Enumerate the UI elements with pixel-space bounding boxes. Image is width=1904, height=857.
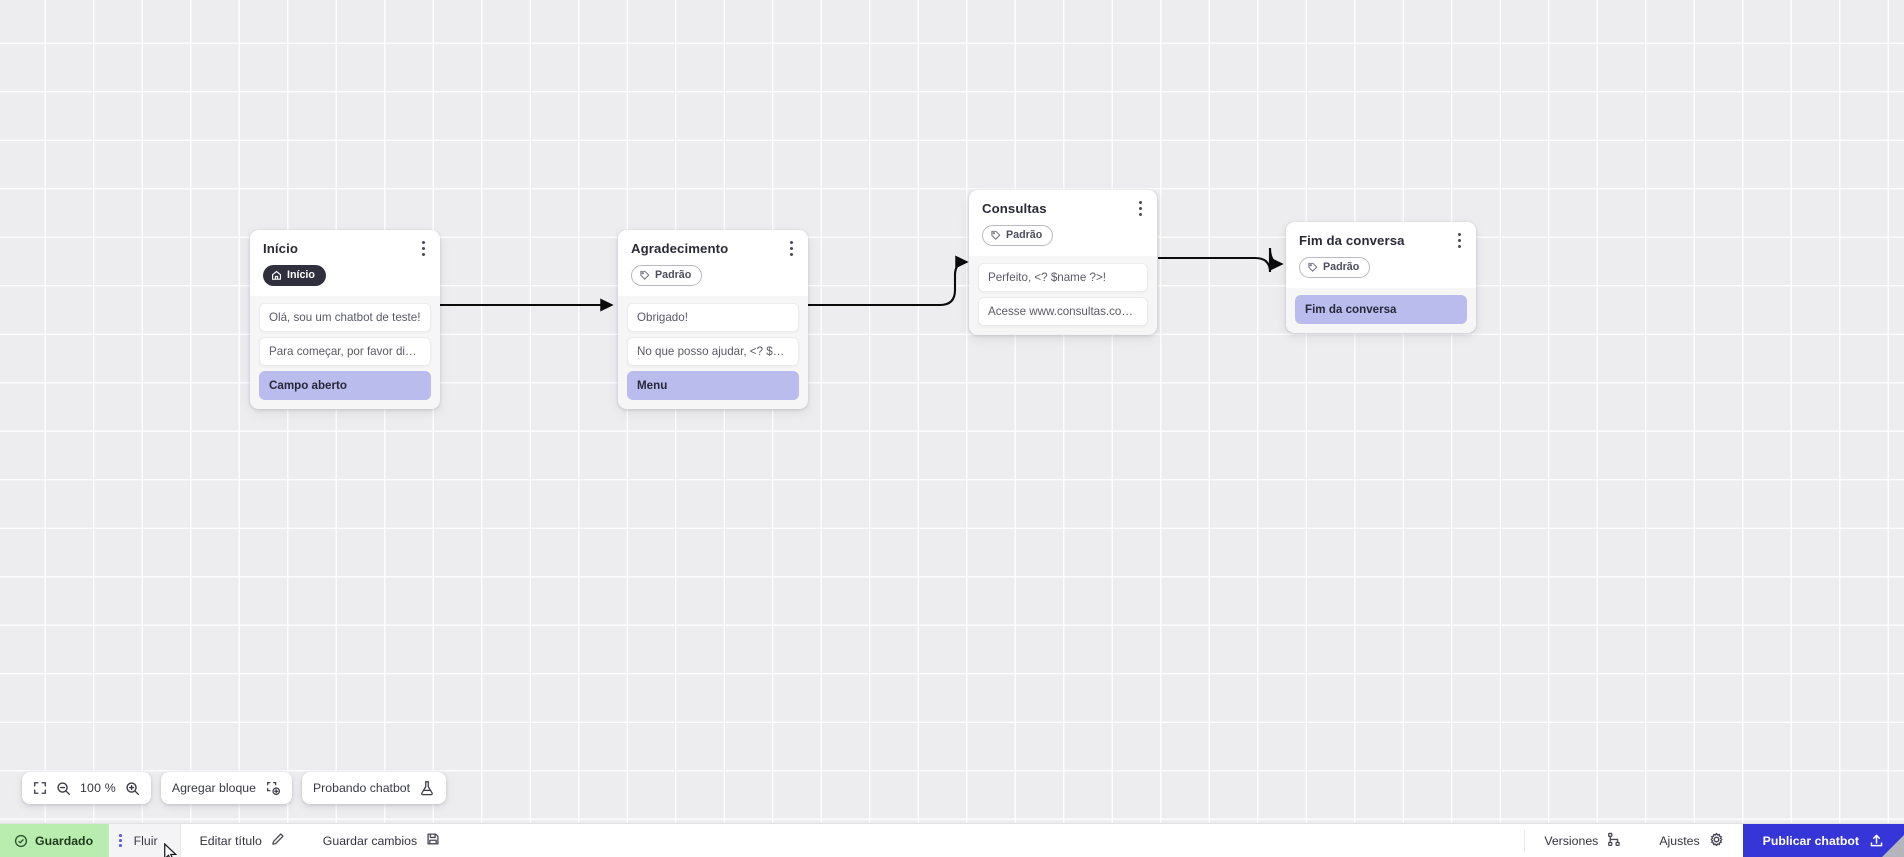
canvas-toolbar: 100 % Agregar bloque Probando chatbot [22, 772, 447, 804]
saved-status-badge: Guardado [0, 824, 110, 857]
zoom-controls[interactable]: 100 % [22, 772, 151, 804]
home-icon [272, 270, 281, 280]
publish-label: Publicar chatbot [1762, 833, 1859, 848]
gear-icon [1709, 832, 1724, 850]
saved-label: Guardado [35, 833, 94, 848]
node-message[interactable]: Olá, sou um chatbot de teste! [259, 303, 431, 332]
flow-node-inicio[interactable]: Início Início Olá, sou um chatbot de tes… [250, 230, 440, 409]
node-header: Consultas [969, 190, 1157, 217]
pencil-icon [271, 832, 285, 849]
tag-icon [1308, 262, 1318, 272]
add-block-button[interactable]: Agregar bloque [160, 772, 292, 804]
start-badge[interactable]: Início [263, 265, 326, 286]
node-menu-button[interactable] [782, 238, 800, 258]
node-title: Agradecimento [631, 241, 729, 256]
node-message[interactable]: Para começar, por favor digite o ... [259, 337, 431, 366]
versions-button[interactable]: Versiones [1525, 824, 1640, 857]
node-message[interactable]: Obrigado! [627, 303, 799, 332]
flask-icon [419, 780, 435, 797]
floppy-disk-icon [426, 832, 440, 849]
default-badge-label: Padrão [655, 269, 692, 282]
connector-layer [440, 247, 1284, 312]
node-messages: Obrigado! No que posso ajudar, <? $name … [618, 296, 808, 409]
statusbar-spacer [459, 824, 1524, 857]
tag-icon [991, 230, 1001, 240]
node-messages: Olá, sou um chatbot de teste! Para começ… [250, 296, 440, 409]
edit-title-label: Editar título [199, 833, 262, 848]
node-badge-row: Padrão [618, 257, 808, 296]
upload-icon [1870, 834, 1883, 847]
test-chatbot-button[interactable]: Probando chatbot [301, 772, 447, 804]
tab-fluir[interactable]: Fluir [109, 824, 181, 857]
node-message[interactable]: No que posso ajudar, <? $name ... [627, 337, 799, 366]
branch-icon [1607, 832, 1621, 850]
node-title: Consultas [982, 201, 1047, 216]
flow-node-fim-da-conversa[interactable]: Fim da conversa Padrão Fim da conversa [1286, 222, 1476, 333]
node-header: Fim da conversa [1286, 222, 1476, 249]
zoom-in-icon[interactable] [125, 781, 140, 796]
check-circle-icon [14, 834, 28, 847]
node-menu-button[interactable] [414, 238, 432, 258]
settings-button[interactable]: Ajustes [1640, 824, 1742, 857]
save-changes-button[interactable]: Guardar cambios [304, 824, 459, 857]
bottom-status-bar: Guardado Fluir Editar título Guardar cam… [0, 823, 1904, 857]
save-changes-label: Guardar cambios [322, 833, 418, 848]
default-badge[interactable]: Padrão [631, 265, 703, 286]
flow-canvas[interactable]: Início Início Olá, sou um chatbot de tes… [0, 0, 1904, 823]
default-badge[interactable]: Padrão [1299, 257, 1371, 278]
default-badge-label: Padrão [1323, 261, 1360, 274]
node-menu-button[interactable] [1450, 230, 1468, 250]
start-badge-label: Início [287, 269, 315, 282]
settings-label: Ajustes [1659, 833, 1700, 848]
default-badge-label: Padrão [1006, 229, 1043, 242]
node-message-highlight[interactable]: Campo aberto [259, 371, 431, 400]
drag-dots-icon[interactable] [119, 834, 122, 847]
node-badge-row: Padrão [1286, 249, 1476, 288]
node-messages: Fim da conversa [1286, 288, 1476, 333]
default-badge[interactable]: Padrão [982, 225, 1054, 246]
tab-fluir-label: Fluir [133, 833, 158, 848]
publish-chatbot-button[interactable]: Publicar chatbot [1742, 824, 1904, 857]
flow-node-agradecimento[interactable]: Agradecimento Padrão Obrigado! No que po… [618, 230, 808, 409]
node-message[interactable]: Acesse www.consultas.com par... [978, 297, 1148, 326]
test-chatbot-label: Probando chatbot [312, 781, 411, 795]
edit-title-button[interactable]: Editar título [181, 824, 304, 857]
node-badge-row: Início [250, 257, 440, 296]
node-message-highlight[interactable]: Menu [627, 371, 799, 400]
node-badge-row: Padrão [969, 217, 1157, 256]
statusbar-divider [1524, 830, 1526, 851]
versions-label: Versiones [1544, 833, 1599, 848]
add-block-label: Agregar bloque [171, 781, 256, 795]
flow-node-consultas[interactable]: Consultas Padrão Perfeito, <? $name ?>! … [969, 190, 1157, 335]
edge-agradecimento-consultas [806, 255, 969, 307]
node-messages: Perfeito, <? $name ?>! Acesse www.consul… [969, 256, 1157, 335]
node-message[interactable]: Perfeito, <? $name ?>! [978, 263, 1148, 292]
zoom-out-icon[interactable] [56, 781, 71, 796]
edge-consultas-fim [1158, 247, 1284, 273]
node-title: Fim da conversa [1299, 233, 1405, 248]
node-title: Início [263, 241, 299, 256]
node-message-highlight[interactable]: Fim da conversa [1295, 295, 1467, 324]
node-header: Agradecimento [618, 230, 808, 257]
add-block-icon [265, 780, 281, 796]
node-menu-button[interactable] [1131, 198, 1149, 218]
tag-icon [640, 270, 650, 280]
fit-screen-icon[interactable] [33, 781, 47, 795]
zoom-level-label: 100 % [80, 781, 116, 795]
node-header: Início [250, 230, 440, 257]
